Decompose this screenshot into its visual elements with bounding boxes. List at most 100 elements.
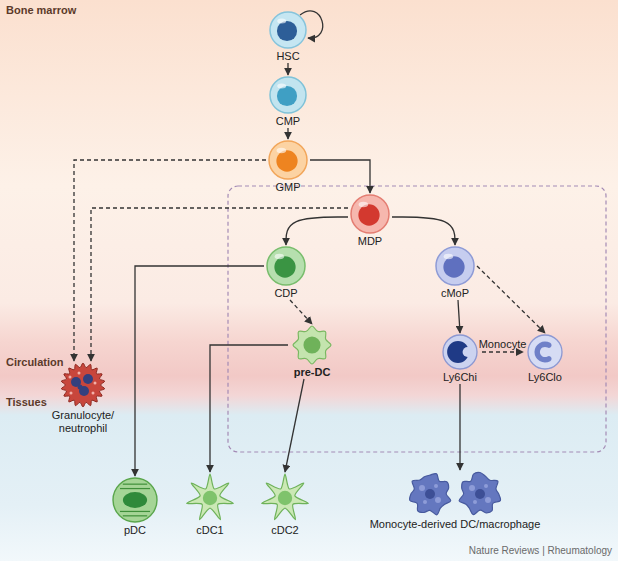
cell-highlight — [444, 254, 454, 259]
granule — [78, 372, 81, 375]
cell-label: Granulocyte/ neutrophil — [41, 409, 125, 435]
cell-drawing — [184, 472, 236, 524]
cell-node: GMP — [266, 139, 310, 194]
cell-drawing — [349, 193, 391, 235]
cell-nucleus — [278, 491, 292, 505]
cell-body — [269, 141, 307, 179]
cell-body — [61, 363, 104, 407]
cell-highlight — [359, 202, 369, 207]
lineage-arrow — [287, 128, 288, 139]
nucleus-lobe — [78, 385, 83, 390]
lineage-arrow — [210, 345, 288, 472]
cell-body — [270, 77, 306, 113]
er-stripe — [120, 488, 150, 489]
cell-nucleus — [277, 86, 297, 106]
er-stripe — [120, 511, 150, 512]
lineage-arrow — [287, 63, 288, 75]
cell-nucleus — [425, 489, 435, 499]
nucleus-lobe — [83, 374, 93, 384]
cell-label: Ly6Chi — [438, 371, 482, 384]
cell-label: pDC — [110, 524, 160, 537]
vacuole — [469, 485, 475, 491]
cell-highlight — [277, 83, 286, 88]
cell-drawing — [526, 333, 564, 371]
cell-body — [187, 474, 234, 520]
nucleus-notch — [463, 347, 473, 357]
granule — [70, 392, 73, 395]
cell-body — [436, 247, 474, 285]
cell-drawing — [265, 245, 307, 287]
macrophage-cell — [410, 474, 451, 515]
lineage-arrow — [458, 300, 460, 333]
cell-drawing — [400, 470, 510, 518]
cell-label: MDP — [348, 235, 392, 248]
cell-label: cDC2 — [258, 524, 312, 537]
cell-drawing — [268, 10, 308, 50]
vacuole — [423, 500, 427, 504]
cell-nucleus — [274, 256, 295, 277]
cell-drawing — [291, 324, 333, 366]
lineage-arrow — [459, 384, 460, 470]
source-credit: Nature Reviews | Rheumatology — [469, 545, 612, 556]
cell-node: pDC — [110, 476, 160, 537]
cell-highlight — [275, 254, 285, 259]
macrophage-cell — [459, 472, 500, 514]
cell-label: Monocyte-derived DC/macrophage — [360, 518, 550, 531]
dashed-arrow — [290, 300, 312, 324]
lineage-arrow — [285, 379, 304, 472]
region-label: Bone marrow — [6, 4, 76, 16]
cell-node: Granulocyte/ neutrophil — [41, 361, 125, 435]
cell-drawing — [267, 139, 309, 181]
lineage-arrow — [310, 160, 370, 193]
cell-body — [293, 326, 331, 364]
granule — [94, 382, 97, 385]
cell-label: GMP — [266, 181, 310, 194]
lineage-arrow — [392, 217, 455, 245]
cell-body — [528, 335, 562, 369]
cell-node: pre-DC — [288, 324, 336, 379]
granule — [69, 376, 72, 379]
cell-body — [410, 474, 451, 515]
cell-node: cDC2 — [258, 472, 312, 537]
cell-nucleus — [276, 150, 297, 171]
vacuole — [435, 497, 441, 503]
cell-label: cDC1 — [183, 524, 237, 537]
dashed-arrow — [74, 160, 266, 361]
cell-drawing — [434, 245, 476, 287]
cell-highlight — [277, 148, 287, 153]
cell-nucleus — [277, 21, 297, 41]
er-stripe — [123, 484, 147, 485]
cell-body — [262, 474, 309, 520]
vacuole — [473, 500, 477, 504]
cell-highlight — [277, 18, 286, 23]
dashed-arrow — [482, 351, 523, 352]
cell-nucleus — [443, 256, 464, 277]
cell-node: cDC1 — [183, 472, 237, 537]
cell-node: Ly6Clo — [523, 333, 567, 384]
cell-node: cMoP — [433, 245, 477, 300]
region-label: Tissues — [6, 396, 47, 408]
cell-label: HSC — [266, 50, 310, 63]
cell-node: MDP — [348, 193, 392, 248]
dashed-arrow — [477, 266, 545, 333]
cell-node: CDP — [264, 245, 308, 300]
cell-label: Ly6Clo — [523, 371, 567, 384]
cell-label: CMP — [266, 115, 310, 128]
cell-node: Ly6Chi — [438, 333, 482, 384]
lineage-arrow — [286, 217, 348, 245]
cell-nucleus — [358, 204, 379, 225]
cell-nucleus — [123, 492, 147, 508]
cell-node: Monocyte-derived DC/macrophage — [360, 470, 550, 531]
edge-label: Monocyte — [479, 338, 527, 350]
cell-label: pre-DC — [288, 366, 336, 379]
cell-drawing — [268, 75, 308, 115]
cell-body — [443, 335, 477, 369]
cell-nucleus — [475, 489, 485, 499]
cell-nucleus — [203, 491, 217, 505]
lineage-bracket — [228, 186, 606, 452]
